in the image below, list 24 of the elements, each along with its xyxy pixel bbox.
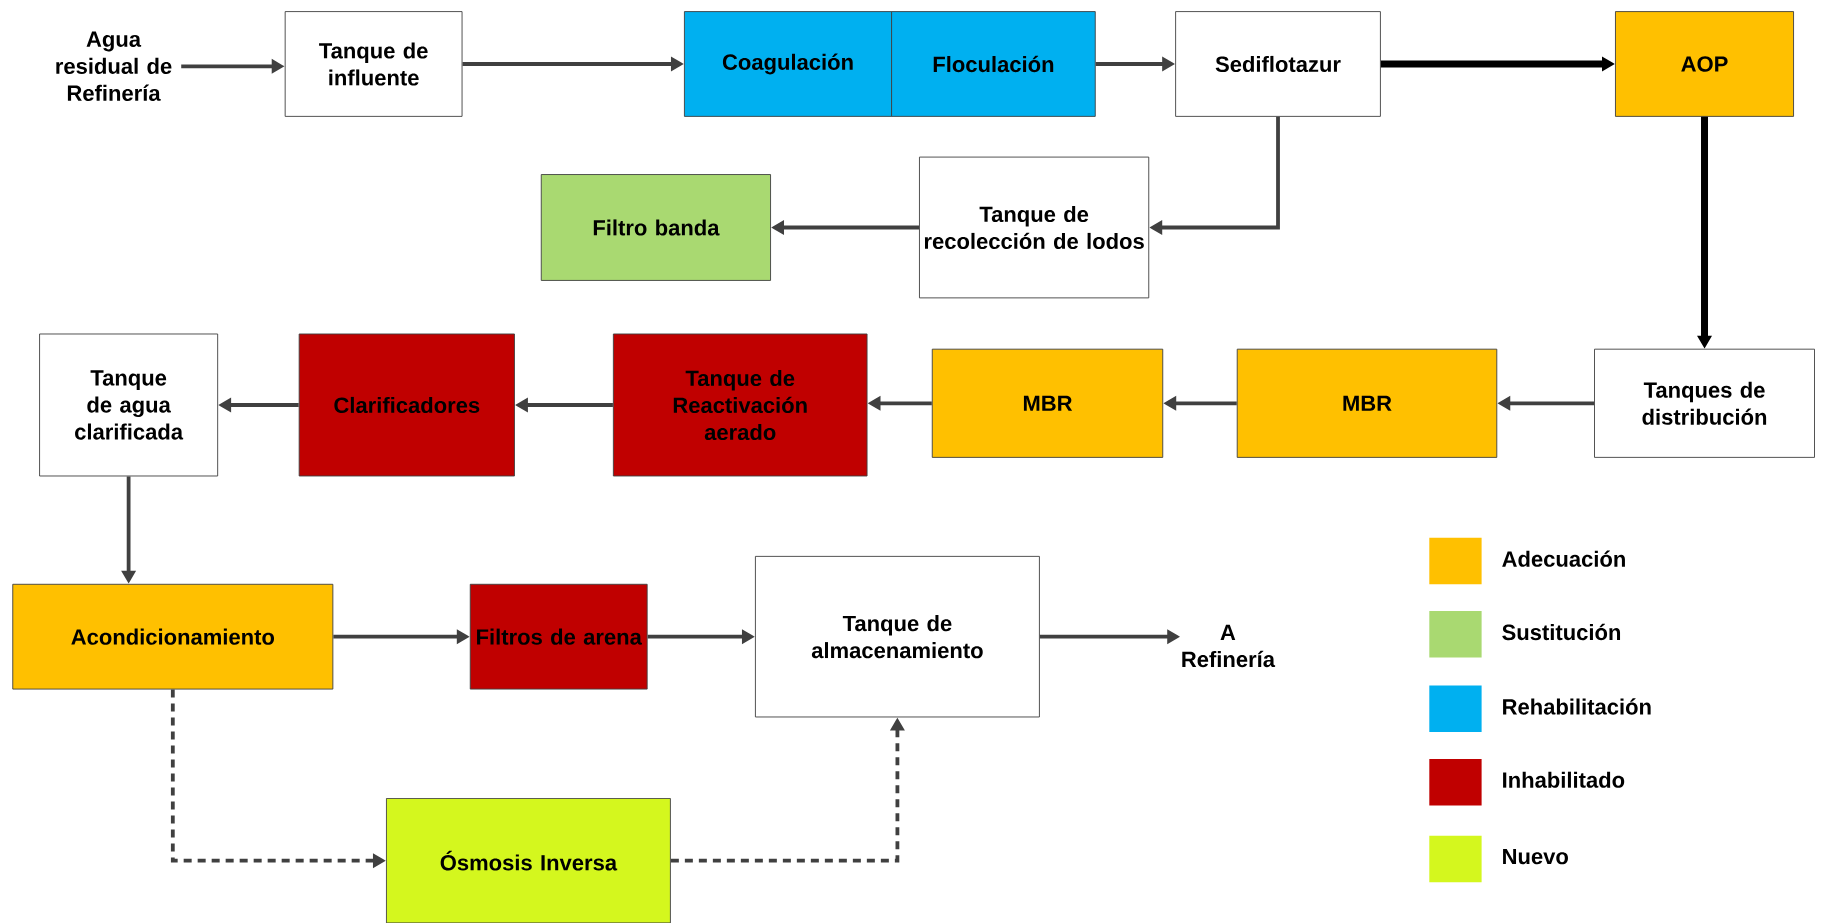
process-box: Tanque de recolección de lodos xyxy=(919,156,1150,299)
process-box: Clarificadores xyxy=(298,333,515,477)
process-box: Tanque de almacenamiento xyxy=(754,555,1040,718)
process-box: Acondicionamiento xyxy=(12,583,334,690)
process-box: Tanque de influente xyxy=(284,11,463,117)
process-box: Filtros de arena xyxy=(469,583,648,690)
legend-text: Rehabilitación xyxy=(1503,698,1651,715)
process-box: Tanques de distribución xyxy=(1594,348,1815,458)
legend-text: Nuevo xyxy=(1503,848,1568,865)
process-box: MBR xyxy=(1236,348,1498,458)
legend-text: Inhabilitado xyxy=(1503,771,1625,788)
process-box: Floculación xyxy=(891,11,1096,117)
legend-text: Sustitución xyxy=(1502,623,1621,641)
process-box: Filtro banda xyxy=(540,174,771,281)
process-box: Coagulación xyxy=(683,11,893,117)
flow-text: Agua residual de Refinería xyxy=(56,31,172,101)
process-box: Ósmosis Inversa xyxy=(385,798,671,923)
process-box: MBR xyxy=(931,348,1164,458)
process-box: Tanque de Reactivación aerado xyxy=(612,333,868,477)
process-box: Sediflotazur xyxy=(1175,11,1381,117)
process-box: AOP xyxy=(1615,11,1794,117)
process-box: Tanque de agua clarificada xyxy=(39,333,219,477)
flow-text: A Refinería xyxy=(1182,624,1276,668)
legend-text: Adecuación xyxy=(1502,550,1625,567)
